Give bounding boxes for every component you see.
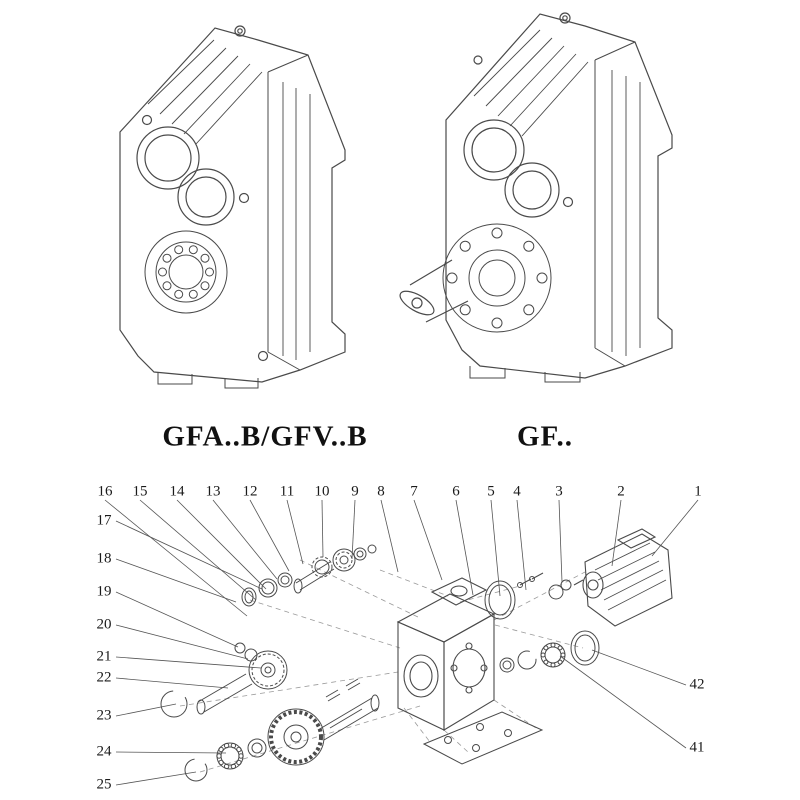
- callout-18: 18: [96, 550, 112, 567]
- callout-24: 24: [96, 743, 112, 760]
- exploded-output-cluster: [184, 678, 380, 782]
- exploded-input-cluster: [241, 544, 377, 607]
- callout-20: 20: [96, 616, 112, 633]
- exploded-motor: [573, 528, 673, 627]
- exploded-intermediate-cluster: [160, 642, 288, 718]
- callout-15: 15: [132, 483, 148, 500]
- exploded-base-plate: [422, 711, 544, 765]
- callout-6: 6: [452, 483, 460, 500]
- exploded-ring-cluster: [499, 630, 600, 673]
- callout-4: 4: [513, 483, 521, 500]
- callout-7: 7: [410, 483, 418, 500]
- left-model-caption: GFA..B/GFV..B: [162, 420, 368, 453]
- output-shaft: [399, 259, 469, 323]
- callout-10: 10: [314, 483, 330, 500]
- callout-16: 16: [97, 483, 113, 500]
- exploded-housing: [396, 577, 496, 731]
- callout-21: 21: [96, 648, 112, 665]
- callout-42: 42: [689, 676, 705, 693]
- callout-9: 9: [351, 483, 359, 500]
- exploded-motor-side-parts: [484, 572, 572, 620]
- leader-lines: [104, 499, 699, 786]
- projection-lines: [179, 559, 586, 773]
- input-bore-circles-left: [136, 126, 235, 226]
- callout-8: 8: [377, 483, 385, 500]
- right-model-caption: GF..: [516, 420, 574, 453]
- callout-3: 3: [555, 483, 563, 500]
- input-bore-circles-right: [463, 119, 560, 218]
- cooling-ribs-right: [473, 29, 641, 356]
- lifting-eye-icon: [559, 12, 571, 24]
- callout-22: 22: [96, 669, 112, 686]
- callout-5: 5: [487, 483, 495, 500]
- callout-23: 23: [96, 707, 112, 724]
- callout-17: 17: [96, 512, 112, 529]
- callout-14: 14: [169, 483, 185, 500]
- callout-2: 2: [617, 483, 625, 500]
- right-gearbox-drawing: [399, 12, 673, 383]
- callout-1: 1: [694, 483, 702, 500]
- callout-19: 19: [96, 583, 112, 600]
- callout-13: 13: [205, 483, 221, 500]
- callout-12: 12: [242, 483, 258, 500]
- output-bearing-left: [144, 230, 228, 314]
- left-gearbox-drawing: [119, 25, 346, 389]
- callout-41: 41: [689, 739, 705, 756]
- exploded-view-drawing: [104, 499, 699, 786]
- output-flange: [442, 223, 552, 333]
- callout-25: 25: [96, 776, 112, 793]
- callout-11: 11: [279, 483, 295, 500]
- cooling-ribs-left: [147, 39, 311, 360]
- lifting-eye-icon: [234, 25, 246, 37]
